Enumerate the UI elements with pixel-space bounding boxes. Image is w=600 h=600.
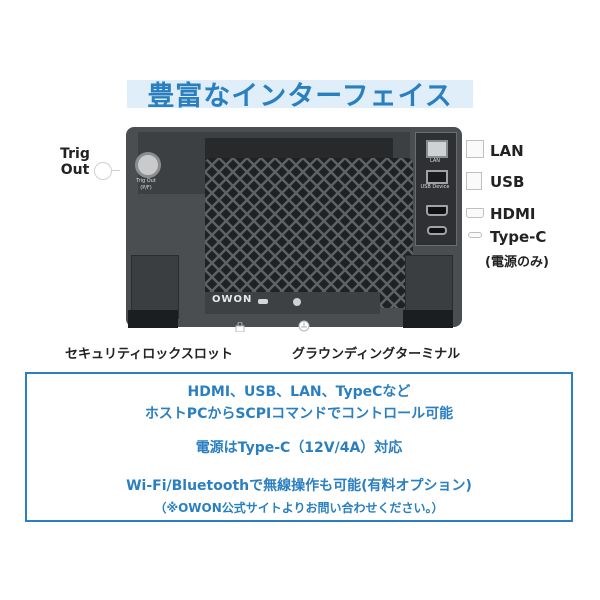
bnc-label-line1: Trig Out (136, 178, 156, 184)
trig-out-label: Trig Out (60, 146, 90, 178)
hdmi-port (426, 205, 448, 216)
left-foot-base (128, 310, 178, 328)
device-vent-grille (205, 138, 393, 160)
bnc-connector-label: Trig Out (P/F) (128, 178, 164, 192)
lan-icon (466, 140, 484, 158)
right-foot-base (403, 310, 453, 328)
security-lock-slot (258, 299, 268, 304)
device-speaker-mesh (205, 158, 413, 308)
trig-out-icon (94, 162, 112, 180)
typec-label: Type-C (490, 228, 547, 246)
bnc-label-line2: (P/F) (140, 185, 152, 191)
ground-icon (298, 320, 310, 332)
lan-label: LAN (490, 142, 524, 160)
typec-port (427, 226, 447, 235)
info-line-3: 電源はType-C（12V/4A）対応 (195, 440, 403, 456)
page-title: 豊富なインターフェイス (147, 81, 453, 112)
lan-port (426, 140, 448, 158)
hdmi-icon (466, 208, 484, 218)
info-line-1: HDMI、USB、LAN、TypeCなど (187, 384, 411, 400)
typec-note: (電源のみ) (485, 255, 549, 270)
info-line-5: （※OWON公式サイトよりお問い合わせください。） (154, 501, 444, 515)
usb-port (426, 170, 448, 184)
security-lock-caption: セキュリティロックスロット (65, 347, 233, 362)
info-line-2: ホストPCからSCPIコマンドでコントロール可能 (144, 406, 454, 422)
info-line-4: Wi-Fi/Bluetoothで無線操作も可能(有料オプション) (126, 478, 472, 494)
usb-label: USB (490, 173, 525, 191)
brand-logo: OWON (212, 294, 253, 305)
title-highlight-band (127, 80, 473, 108)
device-bottom-strip (205, 292, 380, 314)
usb-port-label: USB Device (420, 184, 450, 190)
lock-icon (235, 322, 245, 332)
usb-icon (466, 172, 482, 190)
bnc-connector (135, 152, 161, 178)
left-foot (131, 255, 179, 319)
typec-icon (468, 232, 482, 238)
ground-terminal (293, 298, 301, 306)
grounding-caption: グラウンディングターミナル (292, 347, 461, 362)
lan-port-label: LAN (429, 158, 441, 164)
hdmi-label: HDMI (490, 205, 536, 223)
info-box (25, 372, 573, 522)
